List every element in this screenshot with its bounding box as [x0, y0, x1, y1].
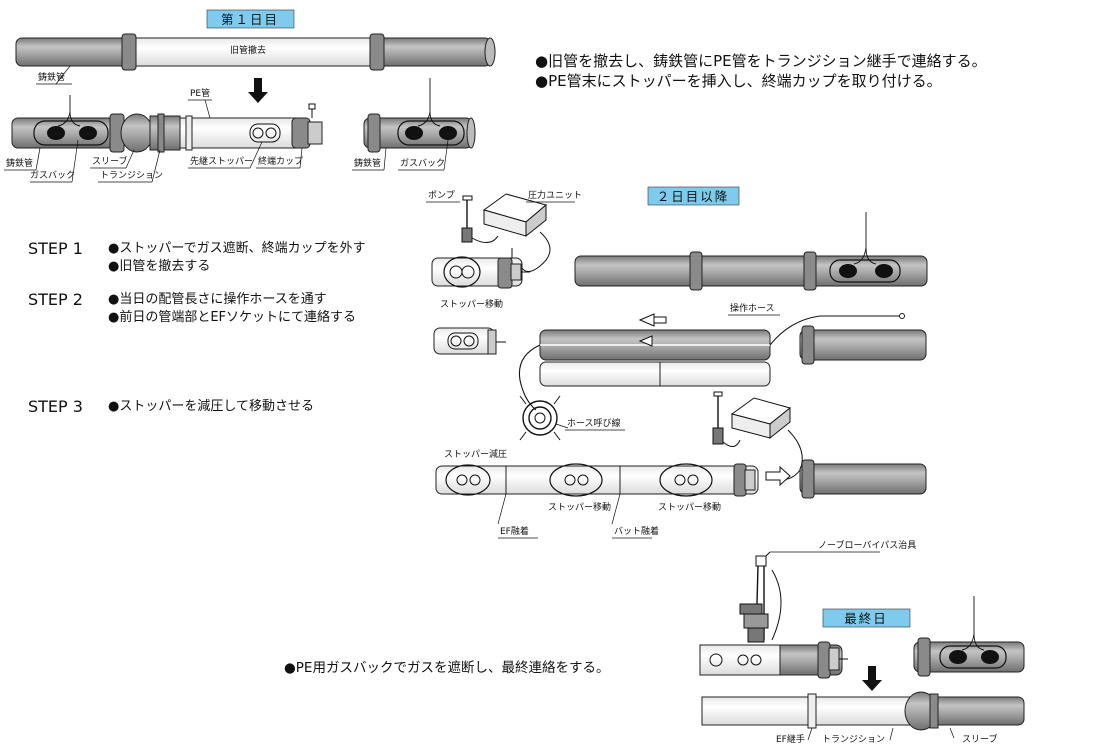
steps-list: STEP 1 ●ストッパーでガス遮断、終端カップを外す ●旧管を撤去する STE…	[28, 239, 366, 416]
label-stopper-move-1: ストッパー移動	[440, 298, 503, 310]
flange-joint	[369, 33, 385, 71]
pipe-assembly-left	[11, 95, 323, 153]
label-stopper-move-3: ストッパー移動	[658, 501, 721, 513]
end-cap	[291, 117, 311, 149]
stopper-unit-2	[433, 327, 506, 355]
label-stopper-move-2: ストッパー移動	[548, 501, 611, 513]
pipe-segment-gray	[799, 329, 927, 361]
label-no-blow-jig: ノーブローバイパス治具	[818, 539, 916, 551]
gas-bag-lobe	[47, 126, 65, 140]
label-butt-fusion: バット融着	[614, 525, 659, 537]
gas-bag-lobe	[439, 126, 457, 140]
day2-badge	[647, 186, 740, 206]
down-arrow-icon	[862, 666, 882, 691]
step-3-number: STEP 3	[28, 397, 83, 416]
label-leading-stopper: 先継ストッパー	[190, 155, 253, 167]
day1-badge	[206, 9, 295, 29]
step-2-number: STEP 2	[28, 290, 83, 309]
pipe-final-left	[699, 641, 848, 679]
pump-icon	[712, 391, 724, 445]
hose-reel-icon	[519, 395, 561, 441]
gas-bag-lobe	[875, 264, 893, 278]
operation-hose	[769, 315, 900, 346]
final-note: ●PE用ガスバックでガスを遮断し、最終連絡をする。	[284, 660, 609, 676]
gas-bag-lobe	[839, 264, 857, 278]
label-operation-hose: 操作ホース	[730, 302, 775, 314]
pipe-final-joined	[701, 691, 1025, 731]
label-cast-iron-left: 鋳鉄管	[6, 157, 33, 169]
label-sleeve: スリーブ	[92, 155, 127, 167]
day1-badge-label: 第１日目	[221, 12, 279, 27]
day1-section: 第１日目 旧管撤去 鋳鉄管	[4, 9, 987, 183]
gas-bag-lobe	[405, 126, 423, 140]
step-2-line-1: ●当日の配管長さに操作ホースを通す	[108, 291, 327, 307]
final-badge	[822, 608, 911, 628]
pe-pipe-with-hose	[539, 313, 771, 387]
label-pe-pipe: PE管	[190, 87, 210, 99]
pipe-segment-day2-right	[574, 212, 928, 291]
pipe-segment-gray	[799, 463, 927, 495]
label-end-cap: 終端カップ	[258, 155, 303, 167]
gas-bag-lobe	[949, 650, 967, 664]
day1-note-2: ●PE管末にストッパーを挿入し、終端カップを取り付ける。	[535, 72, 942, 90]
stopper-unit	[431, 248, 530, 289]
label-sleeve-final: スリーブ	[962, 733, 997, 744]
label-pressure-unit: 圧力ユニット	[528, 189, 582, 201]
pe-pipe	[179, 117, 306, 149]
final-section: 最終日 ノーブローバイパス治具	[284, 539, 1025, 744]
pipe-final-right	[913, 596, 1025, 677]
day2-section: ２日目以降 ポンプ 圧力ユニット ストッパー移動	[426, 186, 928, 539]
pressure-unit-icon	[730, 397, 792, 440]
label-gas-bag-right: ガスバック	[400, 158, 445, 169]
step-1-number: STEP 1	[28, 239, 83, 258]
label-hose-lead-wire: ホース呼び線	[567, 417, 621, 429]
label-ef-joint: EF継手	[776, 733, 805, 744]
day2-badge-label: ２日目以降	[657, 189, 730, 204]
step-3-line-1: ●ストッパーを減圧して移動させる	[108, 398, 314, 414]
label-stopper-decompress: ストッパー減圧	[444, 448, 507, 460]
label-cast-iron-right: 鋳鉄管	[354, 157, 381, 169]
label-gas-bag-left: ガスバック	[30, 170, 75, 181]
label-transition-final: トランジション	[822, 734, 885, 744]
down-arrow-icon	[248, 78, 268, 103]
day1-note-1: ●旧管を撤去し、鋳鉄管にPE管をトランジション継手で連絡する。	[535, 52, 987, 70]
sleeve-joint	[120, 113, 154, 153]
pressure-unit-icon	[482, 193, 548, 238]
no-blow-bypass-jig-icon	[739, 551, 782, 643]
step-1-line-2: ●旧管を撤去する	[108, 258, 210, 274]
step-1-line-1: ●ストッパーでガス遮断、終端カップを外す	[108, 240, 366, 256]
label-cast-iron-top: 鋳鉄管	[38, 71, 65, 83]
gas-bag-lobe	[79, 126, 97, 140]
label-transition: トランジション	[100, 170, 163, 181]
label-ef-fusion: EF融着	[500, 525, 529, 537]
step-2-line-2: ●前日の管端部とEFソケットにて連絡する	[108, 309, 356, 325]
final-badge-label: 最終日	[844, 611, 888, 626]
pipe-long-stoppers	[435, 463, 791, 497]
gas-bag-lobe	[981, 650, 999, 664]
flange-joint	[121, 33, 137, 71]
label-pump: ポンプ	[428, 190, 455, 201]
gas-bag	[33, 120, 109, 146]
pump-icon	[461, 195, 473, 243]
pipe-segment-right	[363, 78, 476, 153]
label-old-pipe-removal: 旧管撤去	[230, 44, 266, 56]
old-pipe-top	[15, 33, 496, 71]
